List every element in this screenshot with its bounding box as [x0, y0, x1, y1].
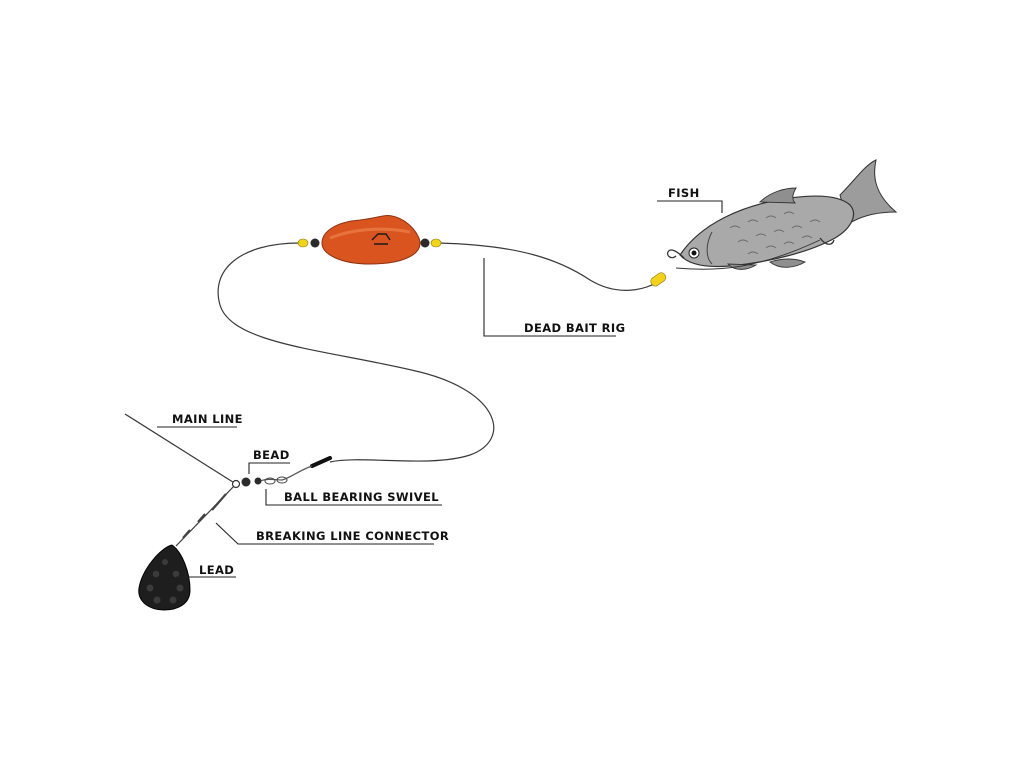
- line-float-to-fish: [437, 242, 659, 291]
- lead-weight-icon: [138, 544, 191, 611]
- swivel-icon: [254, 456, 332, 485]
- line-float-to-swivel: [217, 242, 495, 463]
- fish-icon: [679, 159, 898, 270]
- leader-ball-bearing-swivel: [265, 489, 442, 506]
- float-assembly: [297, 215, 442, 265]
- label-main-line: MAIN LINE: [172, 412, 243, 426]
- dark-bead-right: [420, 238, 430, 248]
- float-icon: [321, 215, 421, 265]
- label-fish: FISH: [668, 186, 700, 200]
- yellow-bead-right: [430, 238, 442, 248]
- label-dead-bait-rig: DEAD BAIT RIG: [524, 321, 625, 335]
- leader-dead-bait-rig: [483, 258, 616, 337]
- bead-dark: [241, 477, 251, 487]
- leader-fish: [657, 200, 723, 213]
- dark-bead-left: [310, 238, 320, 248]
- label-bead: BEAD: [253, 448, 290, 462]
- leader-breaking-line-connector: [215, 522, 434, 545]
- bead-ring: [231, 479, 241, 489]
- breaking-line-connector-icon: [182, 493, 227, 539]
- bait-sleeve-bead: [650, 272, 667, 287]
- label-ball-bearing-swivel: BALL BEARING SWIVEL: [284, 490, 439, 504]
- main-line: [124, 413, 237, 485]
- yellow-bead-left: [297, 238, 309, 248]
- hook-icon: [666, 237, 835, 270]
- label-lead: LEAD: [199, 563, 234, 577]
- leader-bead: [248, 462, 290, 474]
- label-breaking-line-connector: BREAKING LINE CONNECTOR: [256, 529, 449, 543]
